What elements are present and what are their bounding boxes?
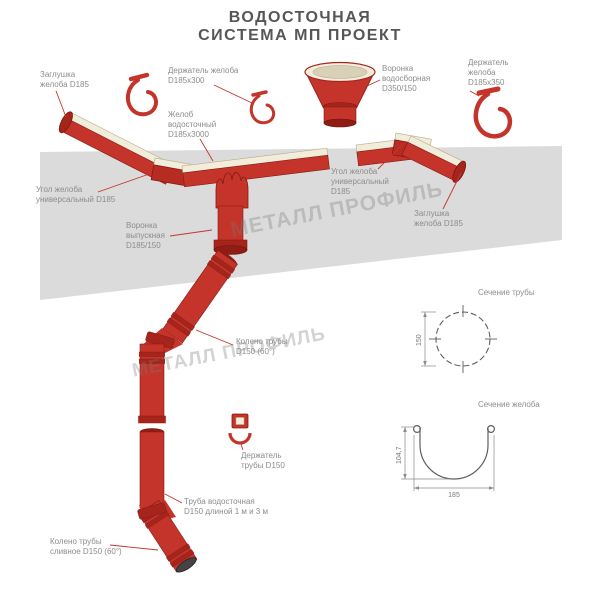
roof-plane [40,146,562,300]
label-pipe-section-title: Сечение трубы [478,288,535,297]
pipe-diameter-value: 150 [416,334,423,346]
leader-line [366,79,381,87]
leader-lines [55,79,480,551]
downpipe-vertical-shape [138,343,166,509]
label-collector-funnel: Воронка водосборная D350/150 [382,64,431,93]
leader-line [469,90,480,97]
label-gutter-holder-left: Держатель желоба D185х300 [168,66,239,85]
drain-elbow-opening [175,557,197,573]
pipe-section-diagram [429,305,497,373]
gutter-section-dimensions [401,426,495,491]
gutter-end-cap-right-shape [452,160,467,183]
outlet-funnel-crown [215,172,249,209]
gutter-holder-left-shape [125,72,159,117]
outlet-funnel-shape [213,172,249,255]
gutter-height-value: 104,7 [396,446,403,464]
page-title: ВОДОСТОЧНАЯ СИСТЕМА МП ПРОЕКТ [198,9,402,44]
collector-funnel-shape [304,61,376,128]
gutter-holder-installed-shape [249,90,276,125]
label-pipe-elbow: Колено трубы D150 (60°) [236,337,288,356]
pipe-holder-shape [228,413,252,445]
gutter-end-cap-left-shape [58,111,73,134]
gutter-holder-right-shape [473,86,513,139]
label-drain-elbow: Колено трубы сливное D150 (60°) [50,537,122,556]
leader-line [240,443,244,451]
collector-funnel-outlet [323,118,357,128]
label-gutter-corner-left: Угол желоба универсальный D185 [36,185,116,204]
gutter-corner-left-shape [150,157,191,187]
leader-line [169,229,213,237]
label-end-cap-right: Заглушка желоба D185 [414,209,463,228]
leader-line [199,138,214,162]
gutter-profile [419,428,489,480]
gutter-run-right [401,135,467,183]
leader-line [377,143,404,170]
gutter-section-diagram [413,425,496,480]
leader-line [442,172,462,210]
leader-line [164,493,183,504]
label-pipe-holder: Держатель трубы D150 [241,451,285,470]
leader-line [97,172,153,193]
label-gutter-corner-right: Угол желоба универсальный D185 [331,167,389,196]
label-gutter-section-title: Сечение желоба [478,400,540,409]
label-end-cap-left: Заглушка желоба D185 [40,70,89,89]
leader-line [109,544,159,551]
leader-line [55,90,67,118]
pipe-section-circle [435,311,491,367]
label-gutter-holder-right: Держатель желоба D185х350 [468,58,509,87]
pipe-bend-joint-bottom [137,502,167,520]
label-downpipe: Труба водосточная D150 длиной 1 м и 3 м [184,497,268,516]
leader-line [195,329,234,346]
label-outlet-funnel: Воронка выпускная D185/150 [126,221,165,250]
leader-line [213,84,253,104]
label-gutter: Желоб водосточный D185х3000 [168,110,217,139]
pipe-section-dimension [421,311,436,367]
pipe-elbow-upper-shape [162,249,238,344]
pipe-holder-clamp [228,432,252,445]
gutter-width-value: 185 [448,492,460,499]
